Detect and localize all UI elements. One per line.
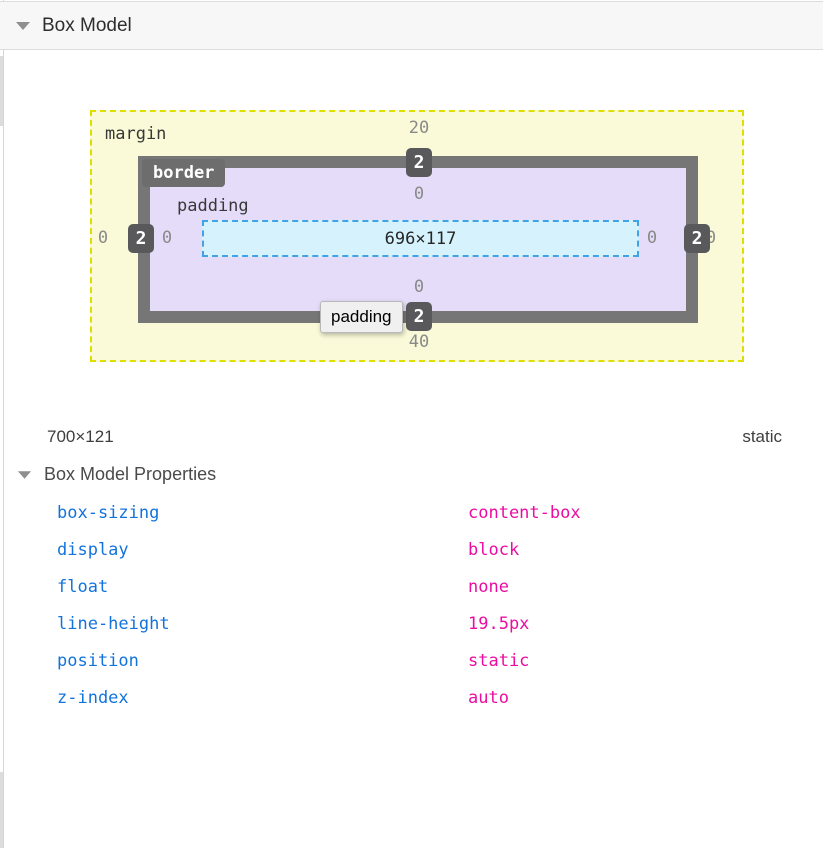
property-row: box-sizing content-box xyxy=(0,495,828,532)
section-title: Box Model xyxy=(42,14,132,36)
property-row: float none xyxy=(0,569,828,606)
property-row: z-index auto xyxy=(0,680,828,717)
property-value: block xyxy=(468,540,520,560)
property-name: display xyxy=(57,540,129,560)
property-name: position xyxy=(57,651,139,671)
box-model-properties-list: box-sizing content-box display block flo… xyxy=(0,495,828,717)
border-label-chip: border xyxy=(142,159,226,187)
padding-top-value[interactable]: 0 xyxy=(413,184,425,204)
property-value: none xyxy=(468,577,509,597)
property-value: content-box xyxy=(468,503,581,523)
property-row: position static xyxy=(0,643,828,680)
property-value: auto xyxy=(468,688,509,708)
panel-top-rule xyxy=(0,1,823,2)
border-right-value-badge[interactable]: 2 xyxy=(684,224,710,253)
margin-label: margin xyxy=(105,124,167,144)
box-model-section-header[interactable]: Box Model xyxy=(0,2,823,50)
padding-right-value[interactable]: 0 xyxy=(646,228,658,248)
property-value: static xyxy=(468,651,530,671)
box-model-properties-header[interactable]: Box Model Properties xyxy=(17,464,216,485)
panel-edge-fragment-bottom xyxy=(0,772,3,848)
property-name: z-index xyxy=(57,688,129,708)
padding-left-value[interactable]: 0 xyxy=(161,228,173,248)
hover-tooltip: padding xyxy=(320,301,403,333)
property-row: line-height 19.5px xyxy=(0,606,828,643)
border-bottom-value-badge[interactable]: 2 xyxy=(406,302,432,331)
element-summary-row: 700×121 static xyxy=(0,424,828,450)
padding-bottom-value[interactable]: 0 xyxy=(413,277,425,297)
margin-top-value[interactable]: 20 xyxy=(408,118,430,138)
panel-edge-fragment-top xyxy=(0,56,3,126)
properties-section-title: Box Model Properties xyxy=(44,464,217,484)
panel-left-divider xyxy=(3,0,4,848)
property-row: display block xyxy=(0,532,828,569)
disclosure-triangle-icon[interactable] xyxy=(17,470,32,480)
property-name: float xyxy=(57,577,109,597)
property-value: 19.5px xyxy=(468,614,530,634)
property-name: box-sizing xyxy=(57,503,160,523)
element-position: static xyxy=(742,427,782,446)
box-model-margin-region: 696×117 margin padding border 20 0 0 40 … xyxy=(90,110,744,362)
margin-left-value[interactable]: 0 xyxy=(97,228,109,248)
margin-bottom-value[interactable]: 40 xyxy=(408,332,430,352)
box-model-content-region[interactable]: 696×117 xyxy=(202,220,639,257)
margin-right-value[interactable]: 0 xyxy=(705,228,717,248)
border-left-value-badge[interactable]: 2 xyxy=(128,224,154,253)
content-dimensions: 696×117 xyxy=(384,228,457,249)
border-top-value-badge[interactable]: 2 xyxy=(406,148,432,177)
padding-label: padding xyxy=(177,196,249,216)
element-dimensions: 700×121 xyxy=(47,427,114,446)
disclosure-triangle-icon[interactable] xyxy=(15,21,31,31)
property-name: line-height xyxy=(57,614,170,634)
